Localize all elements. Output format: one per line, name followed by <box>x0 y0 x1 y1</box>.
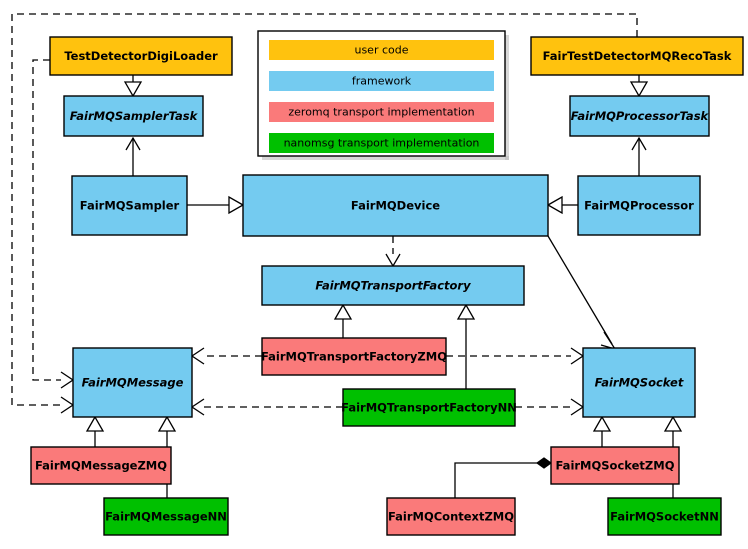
legend: user code framework zeromq transport imple… <box>257 30 509 160</box>
class-node-FairMQMessage[interactable]: FairMQMessage <box>72 347 193 418</box>
class-box[interactable] <box>582 347 696 418</box>
class-name-label: FairMQTransportFactoryNN <box>341 401 517 415</box>
class-name-label: FairMQMessageNN <box>105 510 227 524</box>
legend-item-zeromq: zeromq transport implementation <box>269 102 494 122</box>
class-node-FairMQSampler[interactable]: FairMQSampler <box>71 175 188 236</box>
edge-digiloader-to-samplertask <box>123 75 143 98</box>
class-node-FairMQProcessor[interactable]: FairMQProcessor <box>577 175 701 236</box>
class-node-FairMQTransportFactoryNN[interactable]: FairMQTransportFactoryNN <box>341 388 517 427</box>
edge-messagezmq-to-message <box>85 415 105 447</box>
edge-sampler-to-device <box>187 195 245 215</box>
class-name-label: FairMQSampler <box>80 199 180 213</box>
edge-processor-to-processortask <box>631 136 647 176</box>
class-node-FairMQMessageNN[interactable]: FairMQMessageNN <box>103 497 229 536</box>
class-name-label: FairMQMessageZMQ <box>35 459 167 473</box>
edge-processor-to-device <box>546 195 578 215</box>
class-name-label: FairMQSocketNN <box>610 510 719 524</box>
class-name-label: FairMQTransportFactoryZMQ <box>261 350 447 364</box>
class-name-label: FairMQProcessor <box>584 199 694 213</box>
class-box[interactable] <box>607 497 722 536</box>
class-node-FairTestDetectorMQRecoTask[interactable]: FairTestDetectorMQRecoTask <box>530 36 744 76</box>
class-box[interactable] <box>49 36 233 76</box>
class-name-label: FairMQTransportFactory <box>315 279 471 293</box>
edge-sampler-to-samplertask <box>125 136 141 176</box>
class-node-FairMQContextZMQ[interactable]: FairMQContextZMQ <box>386 497 516 536</box>
class-box[interactable] <box>550 446 680 485</box>
class-node-FairMQSocketNN[interactable]: FairMQSocketNN <box>607 497 722 536</box>
class-box[interactable] <box>386 497 516 536</box>
class-name-label: FairMQDevice <box>351 199 440 213</box>
class-node-FairMQProcessorTask[interactable]: FairMQProcessorTask <box>569 95 710 137</box>
class-box[interactable] <box>242 174 549 237</box>
legend-swatch-zeromq <box>269 102 494 122</box>
edge-socketzmq-to-socket <box>592 415 612 447</box>
class-box[interactable] <box>577 175 701 236</box>
class-node-FairMQTransportFactory[interactable]: FairMQTransportFactory <box>261 265 525 306</box>
class-box[interactable] <box>261 265 525 306</box>
class-name-label: FairTestDetectorMQRecoTask <box>543 49 732 63</box>
class-node-FairMQSamplerTask[interactable]: FairMQSamplerTask <box>63 95 204 137</box>
class-node-FairMQMessageZMQ[interactable]: FairMQMessageZMQ <box>30 446 172 485</box>
legend-items: user code framework zeromq transport imple… <box>269 40 494 153</box>
class-name-label: FairMQMessage <box>82 376 184 390</box>
edge-transportfactorynn-to-transportfactory <box>456 303 476 389</box>
edge-recotask-to-processortask <box>629 75 649 98</box>
legend-label-framework: framework <box>352 75 412 88</box>
class-box[interactable] <box>103 497 229 536</box>
legend-swatch-nanomsg <box>269 133 494 153</box>
edge-transportfactoryzmq-to-transportfactory <box>333 303 353 338</box>
class-name-label: FairMQSocketZMQ <box>556 459 675 473</box>
legend-label-zeromq: zeromq transport implementation <box>288 106 474 119</box>
class-node-TestDetectorDigiLoader[interactable]: TestDetectorDigiLoader <box>49 36 233 76</box>
legend-shadow <box>262 156 509 160</box>
legend-shadow-right <box>505 35 509 160</box>
class-node-FairMQSocket[interactable]: FairMQSocket <box>582 347 696 418</box>
legend-swatch-framework <box>269 71 494 91</box>
legend-swatch-user_code <box>269 40 494 60</box>
class-box[interactable] <box>342 388 516 427</box>
class-name-label: TestDetectorDigiLoader <box>64 49 218 63</box>
class-name-label: FairMQContextZMQ <box>388 510 514 524</box>
class-box[interactable] <box>530 36 744 76</box>
class-name-label: FairMQProcessorTask <box>571 109 710 123</box>
legend-item-nanomsg: nanomsg transport implementation <box>269 133 494 153</box>
class-box[interactable] <box>569 95 710 137</box>
legend-item-user_code: user code <box>269 40 494 60</box>
class-box[interactable] <box>261 337 447 376</box>
legend-label-user_code: user code <box>354 44 408 57</box>
class-box[interactable] <box>30 446 172 485</box>
class-name-label: FairMQSamplerTask <box>70 109 199 123</box>
class-node-FairMQDevice[interactable]: FairMQDevice <box>242 174 549 237</box>
class-box[interactable] <box>63 95 204 137</box>
class-box[interactable] <box>72 347 193 418</box>
class-name-label: FairMQSocket <box>595 376 684 390</box>
node-layer: TestDetectorDigiLoaderFairMQSamplerTaskF… <box>30 36 744 536</box>
class-node-FairMQSocketZMQ[interactable]: FairMQSocketZMQ <box>550 446 680 485</box>
legend-item-framework: framework <box>269 71 494 91</box>
edge-layer <box>11 13 683 498</box>
legend-label-nanomsg: nanomsg transport implementation <box>284 137 480 150</box>
edge-contextzmq-to-socketzmq <box>454 457 553 498</box>
class-box[interactable] <box>71 175 188 236</box>
class-node-FairMQTransportFactoryZMQ[interactable]: FairMQTransportFactoryZMQ <box>261 337 447 376</box>
